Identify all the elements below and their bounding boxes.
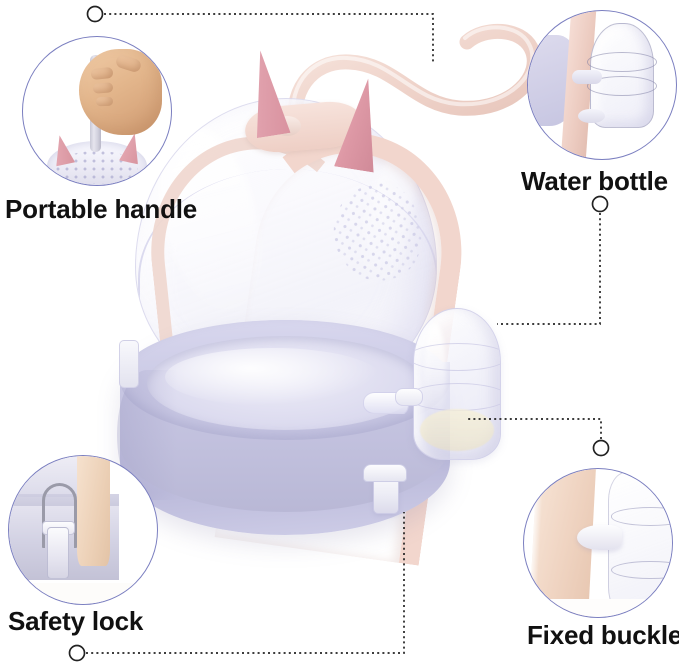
water-bottle — [413, 308, 501, 460]
bottle-strap-ring-top — [414, 343, 500, 371]
bottle-ring-upper — [587, 52, 658, 73]
water-bottle-icon — [528, 11, 676, 159]
side-clip-left — [119, 340, 139, 388]
callout-fixed-buckle-image — [524, 469, 672, 617]
callout-safety-lock-image — [9, 456, 157, 604]
bottle-ring-lower — [610, 560, 672, 580]
bottle-ring-lower — [587, 76, 658, 96]
callout-label-fixed-buckle: Fixed buckle — [527, 620, 679, 650]
base-highlight — [165, 348, 380, 406]
bottle-water-level — [420, 409, 494, 451]
dome-edge — [138, 169, 436, 389]
callout-label-water-bottle: Water bottle — [521, 166, 668, 196]
safety-lock-clip-icon — [9, 456, 157, 604]
bottom-white-fade — [524, 599, 672, 617]
bottle-cap-detail — [578, 108, 605, 124]
product-image-pet-carrier — [95, 23, 595, 570]
callout-safety-lock[interactable] — [8, 455, 158, 605]
callout-label-portable-handle: Portable handle — [5, 194, 198, 224]
callout-water-bottle[interactable] — [527, 10, 677, 160]
lock-clip-body — [47, 527, 69, 580]
fixed-buckle — [395, 388, 423, 406]
callout-water-bottle-image — [528, 11, 676, 159]
callout-fixed-buckle[interactable] — [523, 468, 673, 618]
bottle-strap-ring-bottom — [414, 383, 500, 411]
carrying-strap — [245, 8, 595, 144]
finger — [95, 96, 113, 107]
callout-portable-handle-image — [23, 37, 171, 185]
bottle-spout-detail — [572, 70, 602, 84]
finger — [90, 66, 113, 80]
bottle-ring-upper — [610, 507, 672, 526]
callout-label-safety-lock: Safety lock — [8, 606, 144, 636]
lock-wire-bail — [41, 482, 78, 548]
buckle-knob — [577, 525, 622, 551]
fixed-buckle-icon — [524, 469, 672, 617]
hand-icon — [79, 48, 163, 135]
hand-holding-handle-icon — [23, 37, 171, 185]
strap-fragment — [77, 456, 110, 566]
callout-portable-handle[interactable] — [22, 36, 172, 186]
strap-svg — [287, 23, 542, 144]
connector-dot-safety-lock — [68, 644, 86, 662]
safety-lock-tab — [363, 464, 407, 482]
finger — [92, 82, 113, 95]
connector-dot-fixed-buckle — [592, 439, 610, 457]
thumb — [114, 53, 142, 74]
bottom-white-fade — [9, 583, 157, 604]
connector-dot-portable-handle — [86, 5, 104, 23]
